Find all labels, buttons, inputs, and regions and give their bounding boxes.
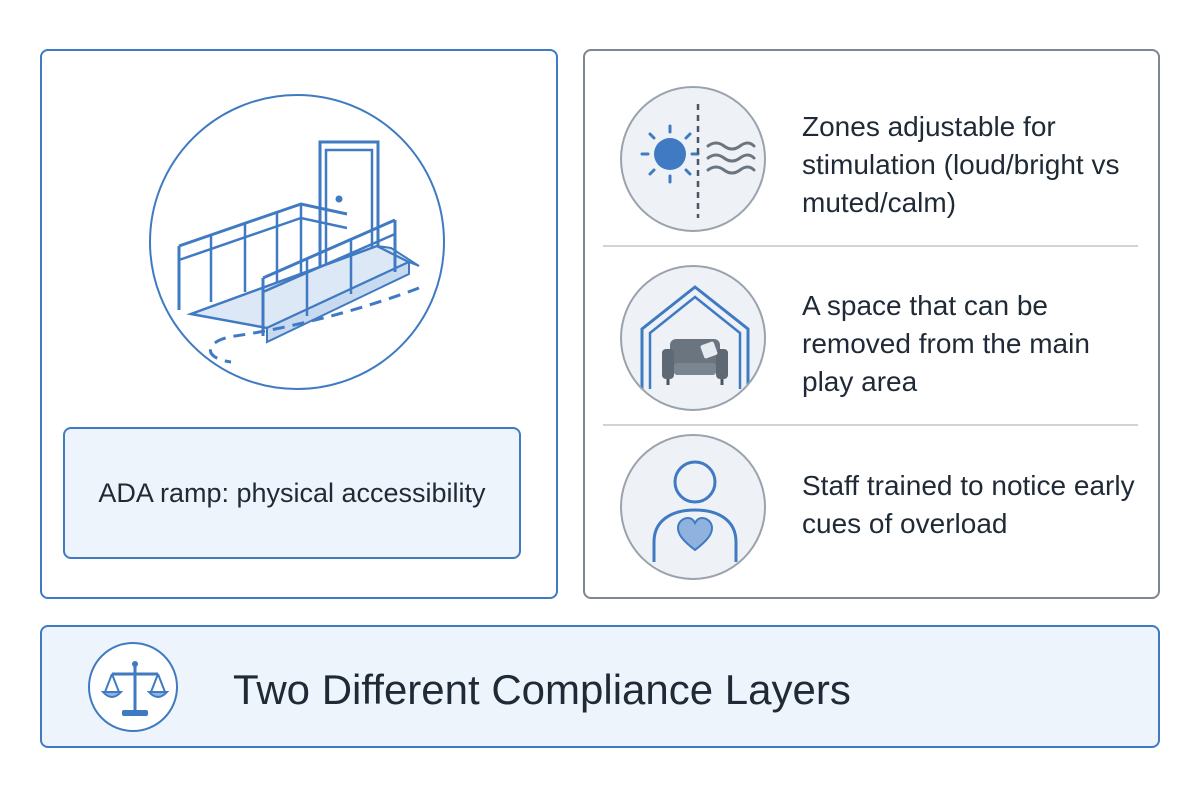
ramp-with-door-icon <box>149 94 445 390</box>
staff-training-text: Staff trained to notice early cues of ov… <box>802 470 1135 539</box>
compliance-banner <box>40 625 1160 748</box>
ramp-caption: ADA ramp: physical accessibility <box>98 477 486 508</box>
sun-and-waves-icon <box>620 86 766 232</box>
divider <box>603 245 1138 247</box>
person-with-heart-icon <box>620 434 766 580</box>
banner-title: Two Different Compliance Layers <box>233 666 851 713</box>
stimulation-zones-text: Zones adjustable for stimulation (loud/b… <box>802 111 1120 218</box>
house-with-armchair-icon <box>620 265 766 411</box>
divider <box>603 424 1138 426</box>
balance-scale-icon <box>88 642 178 732</box>
removable-space-text: A space that can be removed from the mai… <box>802 290 1090 397</box>
ramp-caption-box: ADA ramp: physical accessibility <box>63 427 521 559</box>
